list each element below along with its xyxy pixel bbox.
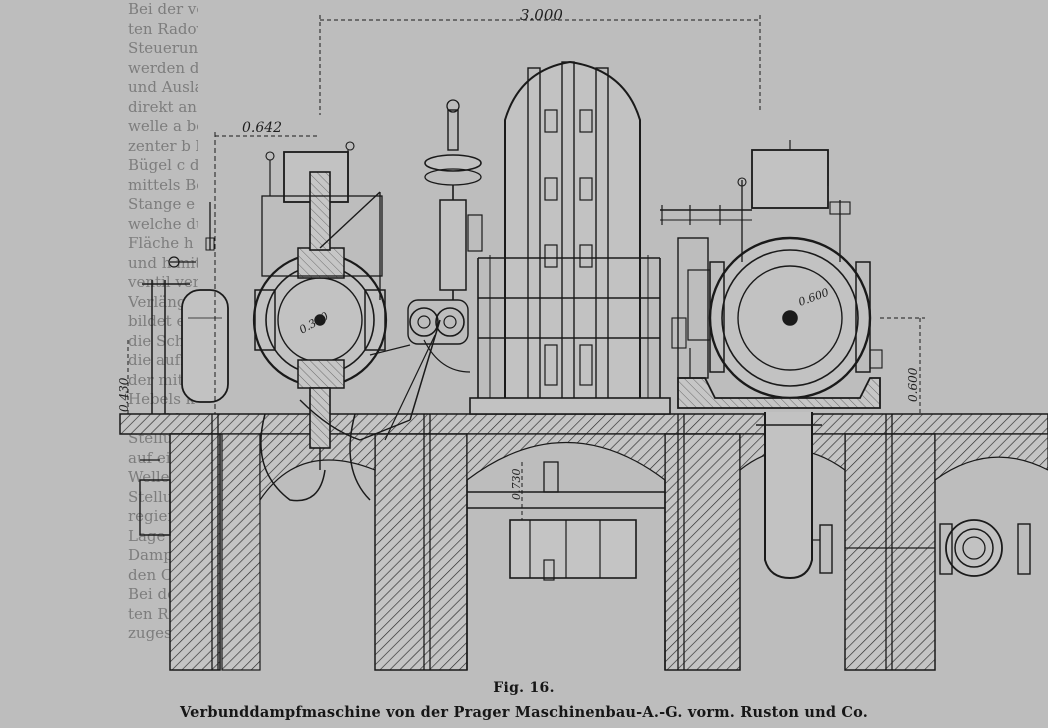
margin-text-line: direkt an der Steuer- [128,97,197,116]
margin-text-line: Bügel c desselben [128,156,198,174]
margin-text-line: Steuerung (Fig. 1 [128,39,198,57]
flywheel-frame [467,60,671,581]
dim-left-height: 0.430 [117,377,131,412]
margin-text-line: welle a befestigte E [128,117,198,135]
margin-text-line: ventil verbunden i [128,273,198,291]
margin-text-line: ten Radovanovic- [128,19,198,38]
high-pressure-cylinder [139,141,441,536]
dim-center-depth: 0.730 [510,469,523,501]
low-pressure-cylinder [660,140,1031,580]
margin-text-line: Bei der verbesser- [128,0,198,18]
figure-number: Fig. 16. [493,680,555,696]
dim-right-height: 0.600 [906,367,920,402]
margin-text-line: welche durch den e [128,214,198,233]
dimension-lines [127,15,925,520]
margin-text-line: mittels Bolzen [128,175,198,194]
engineering-drawing-compound-steam-engine: 3.000 0.642 0.430 0.300 0.600 0.600 0.73… [117,6,1048,671]
margin-text-line: Stange e befestigt, [128,195,196,213]
margin-text-line: zenter b bethätigt. A [128,136,198,155]
dimension-labels: 3.000 0.642 0.430 0.300 0.600 0.600 0.73… [117,6,920,500]
margin-text-line: Fläche h während [128,234,194,252]
margin-text-line: und Auslassventile [128,78,198,96]
margin-text-line: werden die Einlass- [128,58,198,77]
dim-top-span: 3.000 [520,6,563,24]
anchor-bolts [211,414,893,670]
figure-caption: Verbunddampfmaschine von der Prager Masc… [179,704,869,721]
margin-text-line: Verlängerung d [128,292,198,311]
governor [369,99,483,373]
dim-left-offset: 0.642 [242,120,282,136]
